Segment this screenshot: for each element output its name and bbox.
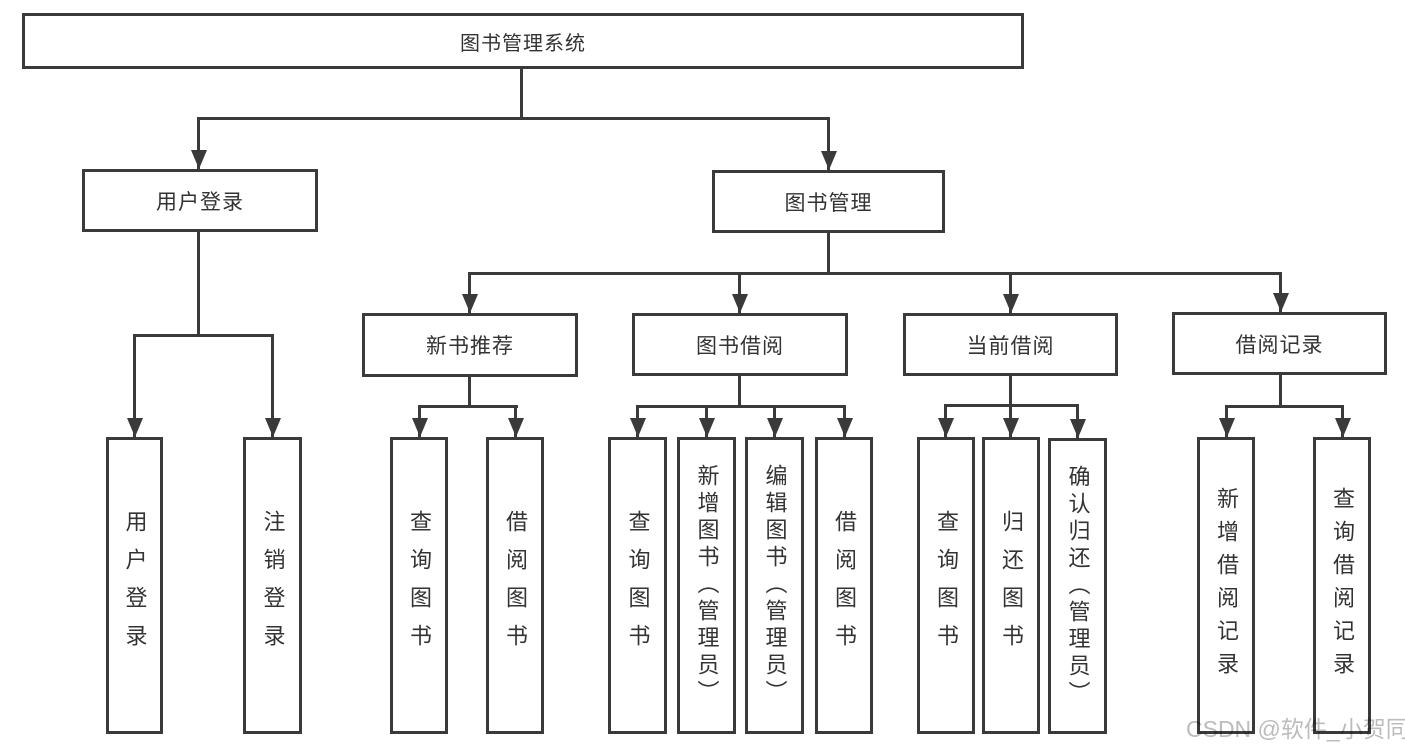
- arrow-down-icon: [190, 150, 207, 169]
- leaf-newbook-query: 查询图书: [390, 437, 448, 734]
- arrow-down-icon: [411, 418, 428, 437]
- connector-line: [738, 376, 741, 408]
- node-label: 查询借阅记录: [1330, 486, 1355, 685]
- leaf-borrow-borrow: 借阅图书: [815, 437, 873, 734]
- leaf-record-add: 新增借阅记录: [1197, 437, 1255, 734]
- connector-arrow: [1218, 405, 1235, 437]
- node-label: 图书借阅: [696, 334, 784, 358]
- connector-line: [1279, 375, 1282, 408]
- connector-line: [133, 334, 274, 337]
- arrow-down-icon: [836, 418, 853, 437]
- connector-arrow: [820, 117, 837, 170]
- arrow-down-icon: [766, 418, 783, 437]
- connector-arrow: [731, 272, 748, 313]
- connector-line: [1225, 405, 1344, 408]
- arrow-down-icon: [1069, 419, 1086, 438]
- connector-arrow: [264, 334, 281, 437]
- node-label: 归还图书: [999, 509, 1024, 662]
- node-label: 查询图书: [407, 509, 432, 662]
- connector-arrow: [1334, 405, 1351, 437]
- node-label: 确认归还（管理员）: [1065, 464, 1091, 708]
- node-label: 当前借阅: [966, 334, 1055, 358]
- connector-arrow: [411, 405, 428, 437]
- connector-arrow: [1002, 272, 1019, 313]
- connector-arrow: [698, 405, 715, 437]
- node-label: 用户登录: [156, 190, 244, 214]
- connector-line: [197, 117, 830, 120]
- arrow-down-icon: [1002, 294, 1019, 313]
- node-label: 注销登录: [260, 509, 286, 662]
- node-label: 编辑图书（管理员）: [762, 464, 788, 707]
- leaf-user-login: 用户登录: [106, 437, 163, 734]
- csdn-watermark: CSDN @软件_小贺同学: [1186, 716, 1405, 742]
- node-label: 借阅记录: [1235, 333, 1324, 357]
- node-book-borrow: 图书借阅: [632, 313, 848, 376]
- connector-arrow: [461, 272, 478, 313]
- leaf-current-return: 归还图书: [982, 437, 1040, 734]
- node-label: 借阅图书: [832, 509, 857, 662]
- node-user-login: 用户登录: [82, 169, 318, 232]
- connector-arrow: [190, 117, 207, 169]
- connector-line: [827, 233, 830, 275]
- node-label: 用户登录: [122, 509, 148, 662]
- leaf-logout: 注销登录: [243, 437, 302, 734]
- leaf-current-query: 查询图书: [917, 437, 975, 734]
- connector-arrow: [1069, 404, 1086, 438]
- node-label: 借阅图书: [503, 509, 528, 662]
- leaf-record-query: 查询借阅记录: [1313, 437, 1371, 734]
- node-label: 新增借阅记录: [1214, 486, 1239, 685]
- leaf-borrow-edit-admin: 编辑图书（管理员）: [745, 437, 804, 734]
- arrow-down-icon: [820, 151, 837, 170]
- connector-arrow: [629, 405, 646, 437]
- connector-arrow: [937, 404, 954, 437]
- arrow-down-icon: [264, 418, 281, 437]
- node-label: 新增图书（管理员）: [694, 464, 720, 707]
- connector-line: [520, 69, 523, 119]
- node-label: 图书管理系统: [460, 32, 586, 55]
- arrow-down-icon: [731, 294, 748, 313]
- arrow-down-icon: [126, 418, 143, 437]
- connector-line: [197, 232, 200, 337]
- arrow-down-icon: [1218, 418, 1235, 437]
- node-label: 查询图书: [934, 509, 959, 662]
- node-current-borrow: 当前借阅: [903, 313, 1118, 376]
- node-root-library-system: 图书管理系统: [22, 13, 1024, 69]
- arrow-down-icon: [1002, 418, 1019, 437]
- arrow-down-icon: [629, 418, 646, 437]
- leaf-borrow-add-admin: 新增图书（管理员）: [677, 437, 736, 734]
- node-label: 查询图书: [625, 509, 651, 662]
- connector-line: [468, 272, 1282, 275]
- leaf-borrow-query: 查询图书: [608, 437, 667, 734]
- node-new-book-recommend: 新书推荐: [362, 313, 578, 377]
- arrow-down-icon: [461, 294, 478, 313]
- connector-line: [468, 377, 471, 408]
- arrow-down-icon: [507, 418, 524, 437]
- arrow-down-icon: [698, 418, 715, 437]
- node-label: 新书推荐: [426, 335, 514, 358]
- node-borrow-record: 借阅记录: [1172, 312, 1387, 375]
- connector-line: [1009, 376, 1012, 407]
- connector-arrow: [507, 405, 524, 437]
- connector-arrow: [836, 405, 853, 437]
- connector-line: [636, 405, 846, 408]
- arrow-down-icon: [937, 418, 954, 437]
- node-book-management: 图书管理: [712, 170, 945, 233]
- connector-line: [418, 405, 518, 408]
- leaf-current-confirm-admin: 确认归还（管理员）: [1048, 438, 1107, 734]
- arrow-down-icon: [1272, 293, 1289, 312]
- arrow-down-icon: [1334, 418, 1351, 437]
- node-label: 图书管理: [784, 191, 873, 215]
- connector-arrow: [1002, 404, 1019, 437]
- connector-arrow: [1272, 272, 1289, 312]
- connector-arrow: [126, 334, 143, 437]
- connector-arrow: [766, 405, 783, 437]
- leaf-newbook-borrow: 借阅图书: [486, 437, 544, 734]
